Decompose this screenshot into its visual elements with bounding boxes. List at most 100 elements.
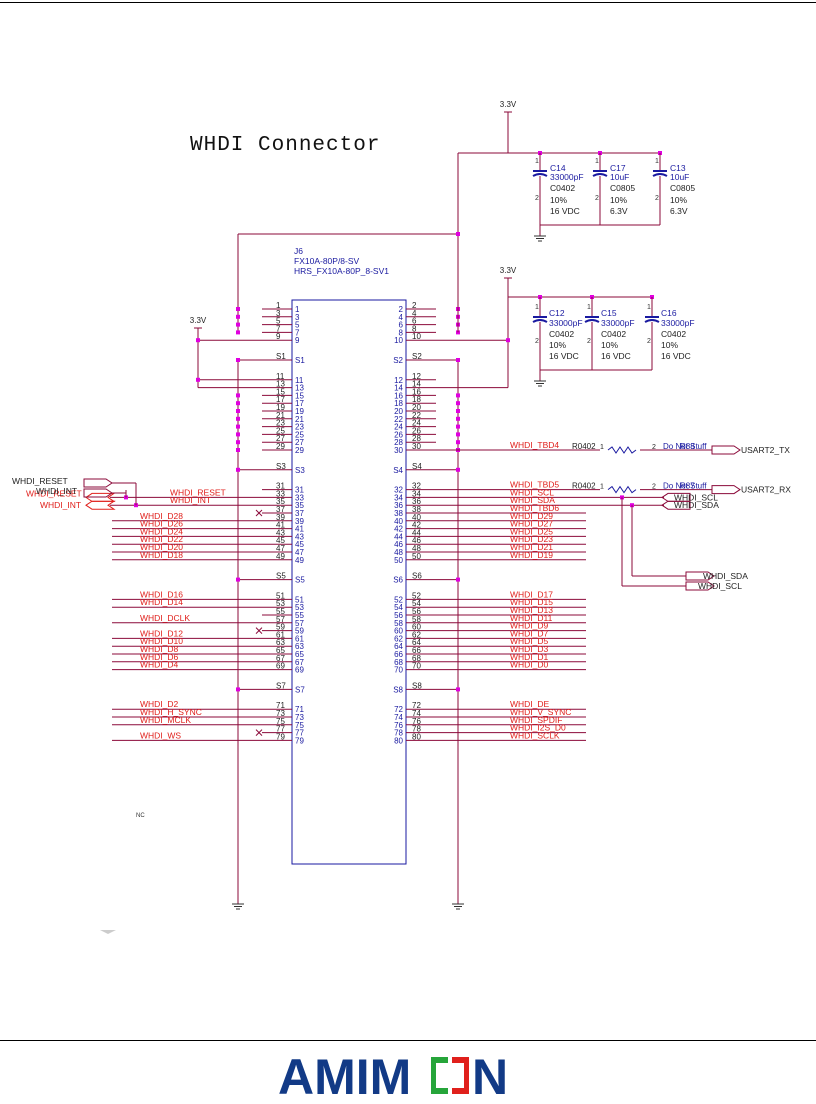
pin-number-inner: 56 [394,611,403,620]
resistor-symbol [607,485,637,494]
junction-dot [456,401,460,406]
net-label-left: WHDI_D4 [140,660,179,670]
pin-number-outer: 68 [412,654,421,663]
pin-number-outer: 3 [276,309,281,318]
logo-text-right: N [472,1049,508,1100]
capacitor-ref: C16 [661,308,677,318]
junction-dot [196,338,200,343]
net-label-left: WHDI_DCLK [140,613,190,623]
junction-dot [236,330,240,335]
resistor-package: R0402 [572,442,596,451]
port-label: WHDI_SCL [674,492,718,502]
pin-number-outer: 54 [412,599,421,608]
pin-number-inner: S8 [393,685,403,694]
cap-pin-2: 2 [587,338,591,345]
offpage-port-bidir [85,500,116,510]
port-label: WHDI_SDA [703,571,748,581]
net-label-right: WHDI_D5 [510,636,549,646]
capacitor-tolerance: 10% [550,195,567,205]
pin-number-outer: 2 [412,301,417,310]
pin-number-outer: 19 [276,403,285,412]
pin-number-inner: 14 [394,384,403,393]
pin-number-outer: 37 [276,505,285,514]
pin-number-outer: 74 [412,709,421,718]
pin-number-inner: 41 [295,525,304,534]
offpage-port [83,478,113,488]
resistor-pin: 1 [600,484,604,491]
junction-dot [456,440,460,445]
net-label-right: WHDI_D13 [510,605,553,615]
logo-o-mark [431,1057,469,1094]
junction-dot [236,467,240,472]
capacitor-package: C0805 [610,183,635,193]
resistor-note: Do Not Stuff [663,442,707,451]
junction-dot [456,424,460,429]
pin-number-inner: 74 [394,713,403,722]
pin-number-inner: 50 [394,556,403,565]
capacitor-package: C0402 [661,329,686,339]
pin-number-inner: 10 [394,336,403,345]
pin-number-inner: 54 [394,603,403,612]
net-label-right: WHDI_D17 [510,589,553,599]
junction-dot [456,358,460,362]
pin-number-outer: 73 [276,709,285,718]
cap-pin-1: 1 [535,304,539,311]
pin-number-inner: 80 [394,736,403,745]
capacitor-tolerance: 10% [661,340,678,350]
pin-number-inner: 5 [295,321,300,330]
net-label-right: WHDI_SDA [510,495,555,505]
power-label: 3.3V [190,316,207,325]
pin-number-outer: 46 [412,536,421,545]
pin-number-outer: 14 [412,380,421,389]
pin-number-outer: 67 [276,654,285,663]
junction-dot [236,440,240,445]
net-label-right: WHDI_D15 [510,597,553,607]
pin-number-outer: 69 [276,662,285,671]
junction-dot [236,448,240,452]
net-label-left: WHDI_D12 [140,628,183,638]
pin-number-outer: 9 [276,332,281,341]
pin-number-outer: 63 [276,638,285,647]
pin-number-outer: 7 [276,324,281,333]
capacitor-ref: C17 [610,163,626,173]
pin-number-outer: 75 [276,717,285,726]
pin-number-outer: 36 [412,497,421,506]
net-label-right: WHDI_I2S_D0 [510,723,566,733]
net-label-left: WHDI_D26 [140,519,183,529]
offpage-port-left [661,492,691,502]
capacitor-value: 10uF [670,172,689,182]
capacitor-voltage: 16 VDC [549,351,579,361]
pin-number-outer: 27 [276,434,285,443]
connector-ref: J6 [294,246,303,256]
pin-number-outer: S2 [412,352,422,361]
pin-number-inner: 44 [394,532,403,541]
pin-number-outer: 56 [412,607,421,616]
pin-number-inner: 11 [295,376,304,385]
net-label-right: WHDI_D23 [510,534,553,544]
net-label-right: WHDI_D7 [510,628,549,638]
cap-pin-2: 2 [535,195,539,202]
schematic-drawing: J6FX10A-80P/8-SVHRS_FX10A-80P_8-SV111335… [12,100,791,934]
capacitor-tolerance: 10% [670,195,687,205]
net-label-right: WHDI_SCL [510,487,554,497]
net-label-right: WHDI_D3 [510,644,549,654]
pin-number-outer: 50 [412,552,421,561]
cap-pin-1: 1 [595,158,599,165]
pin-number-outer: 77 [276,725,285,734]
net-label-right: WHDI_V_SYNC [510,707,571,717]
pin-number-outer: 43 [276,528,285,537]
pin-number-outer: 45 [276,536,285,545]
pin-number-outer: 76 [412,717,421,726]
pin-number-inner: 78 [394,729,403,738]
net-label-left: WHDI_INT [170,495,211,505]
cap-pin-2: 2 [595,195,599,202]
nc-label: NC [136,813,145,819]
pin-number-inner: S4 [393,466,403,475]
port-label: WHDI_RESET [12,476,68,486]
junction-dot [236,577,240,582]
pin-number-inner: 59 [295,627,304,636]
pin-number-outer: S7 [276,681,286,690]
pin-number-inner: 1 [295,305,300,314]
pin-number-outer: 42 [412,521,421,530]
capacitor-plate-bottom [584,319,600,323]
